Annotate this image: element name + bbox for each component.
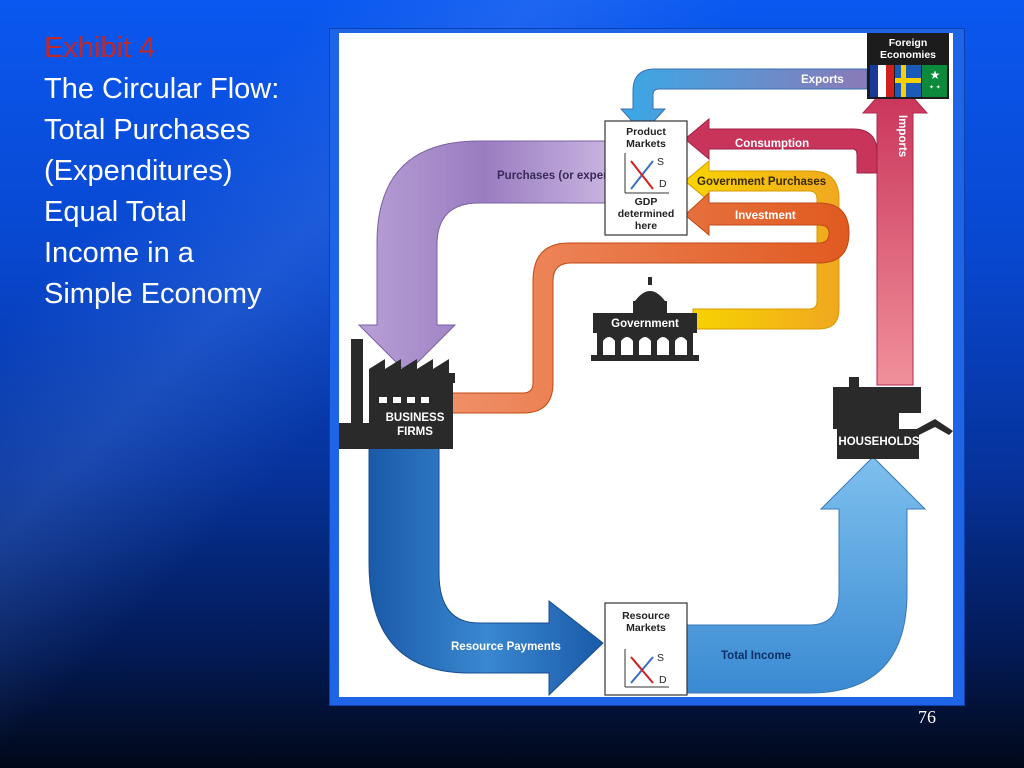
- flag-sweden-icon: [895, 65, 921, 97]
- resource-payments-arrow: [368, 442, 604, 697]
- government-building-icon: [591, 277, 699, 361]
- foreign-label-2: Economies: [880, 49, 936, 61]
- total-income-label: Total Income: [721, 650, 791, 662]
- title-line-6: Simple Economy: [44, 278, 262, 310]
- house-icon: [833, 377, 953, 459]
- households-label: HOUSEHOLDS: [838, 436, 919, 448]
- title-line-1: The Circular Flow:: [44, 73, 280, 105]
- flag-green-icon: ★ ✦ ✦: [922, 65, 947, 97]
- gdp-label-1: GDP: [635, 196, 658, 208]
- exhibit-label: Exhibit 4: [44, 32, 156, 64]
- total-income-arrow: [686, 456, 927, 694]
- supply-demand-icon: [624, 153, 669, 194]
- product-markets-label-1: Product: [626, 126, 666, 138]
- resource-supply-demand-icon: [624, 649, 669, 688]
- gdp-label-3: here: [635, 220, 657, 232]
- government-purchases-arrow: [684, 159, 840, 330]
- purchases-arrow: [357, 140, 610, 374]
- government-label: Government: [611, 318, 679, 330]
- business-firms-label-1: BUSINESS: [386, 412, 445, 424]
- factory-icon: [339, 339, 455, 449]
- circular-flow-panel: Purchases (or expenditures) Resource Pay…: [329, 28, 965, 706]
- investment-label: Investment: [735, 210, 796, 222]
- svg-text:★: ★: [930, 68, 941, 82]
- investment-arrow: [442, 191, 850, 414]
- product-markets-node: Product Markets S D GDP determined here: [604, 120, 688, 236]
- title-line-3: (Expenditures): [44, 155, 233, 187]
- flag-france-icon: [870, 65, 894, 97]
- slide-title: Exhibit 4 The Circular Flow: Total Purch…: [44, 28, 334, 315]
- product-demand-label: D: [659, 178, 667, 190]
- consumption-arrow: [684, 117, 878, 174]
- resource-markets-node: Resource Markets S D: [604, 602, 688, 696]
- government-purchases-label: Government Purchases: [697, 176, 826, 188]
- foreign-economies-node: Foreign Economies ★ ✦ ✦: [867, 33, 949, 99]
- title-line-2: Total Purchases: [44, 114, 251, 146]
- resource-supply-label: S: [657, 652, 664, 664]
- consumption-label: Consumption: [735, 138, 809, 150]
- foreign-label-1: Foreign: [889, 37, 928, 49]
- gdp-label-2: determined: [618, 208, 675, 220]
- svg-text:✦ ✦: ✦ ✦: [929, 84, 941, 91]
- resource-payments-label: Resource Payments: [451, 641, 561, 653]
- resource-markets-label-2: Markets: [626, 622, 666, 634]
- title-line-5: Income in a: [44, 237, 194, 269]
- business-firms-label-2: FIRMS: [397, 426, 433, 438]
- exports-label: Exports: [801, 74, 844, 86]
- resource-demand-label: D: [659, 674, 667, 686]
- imports-label: Imports: [896, 115, 908, 157]
- product-markets-label-2: Markets: [626, 138, 666, 150]
- resource-markets-label-1: Resource: [622, 610, 670, 622]
- title-line-4: Equal Total: [44, 196, 187, 228]
- circular-flow-diagram: Purchases (or expenditures) Resource Pay…: [339, 33, 953, 697]
- slide-page-number: 76: [918, 707, 936, 727]
- product-supply-label: S: [657, 156, 664, 168]
